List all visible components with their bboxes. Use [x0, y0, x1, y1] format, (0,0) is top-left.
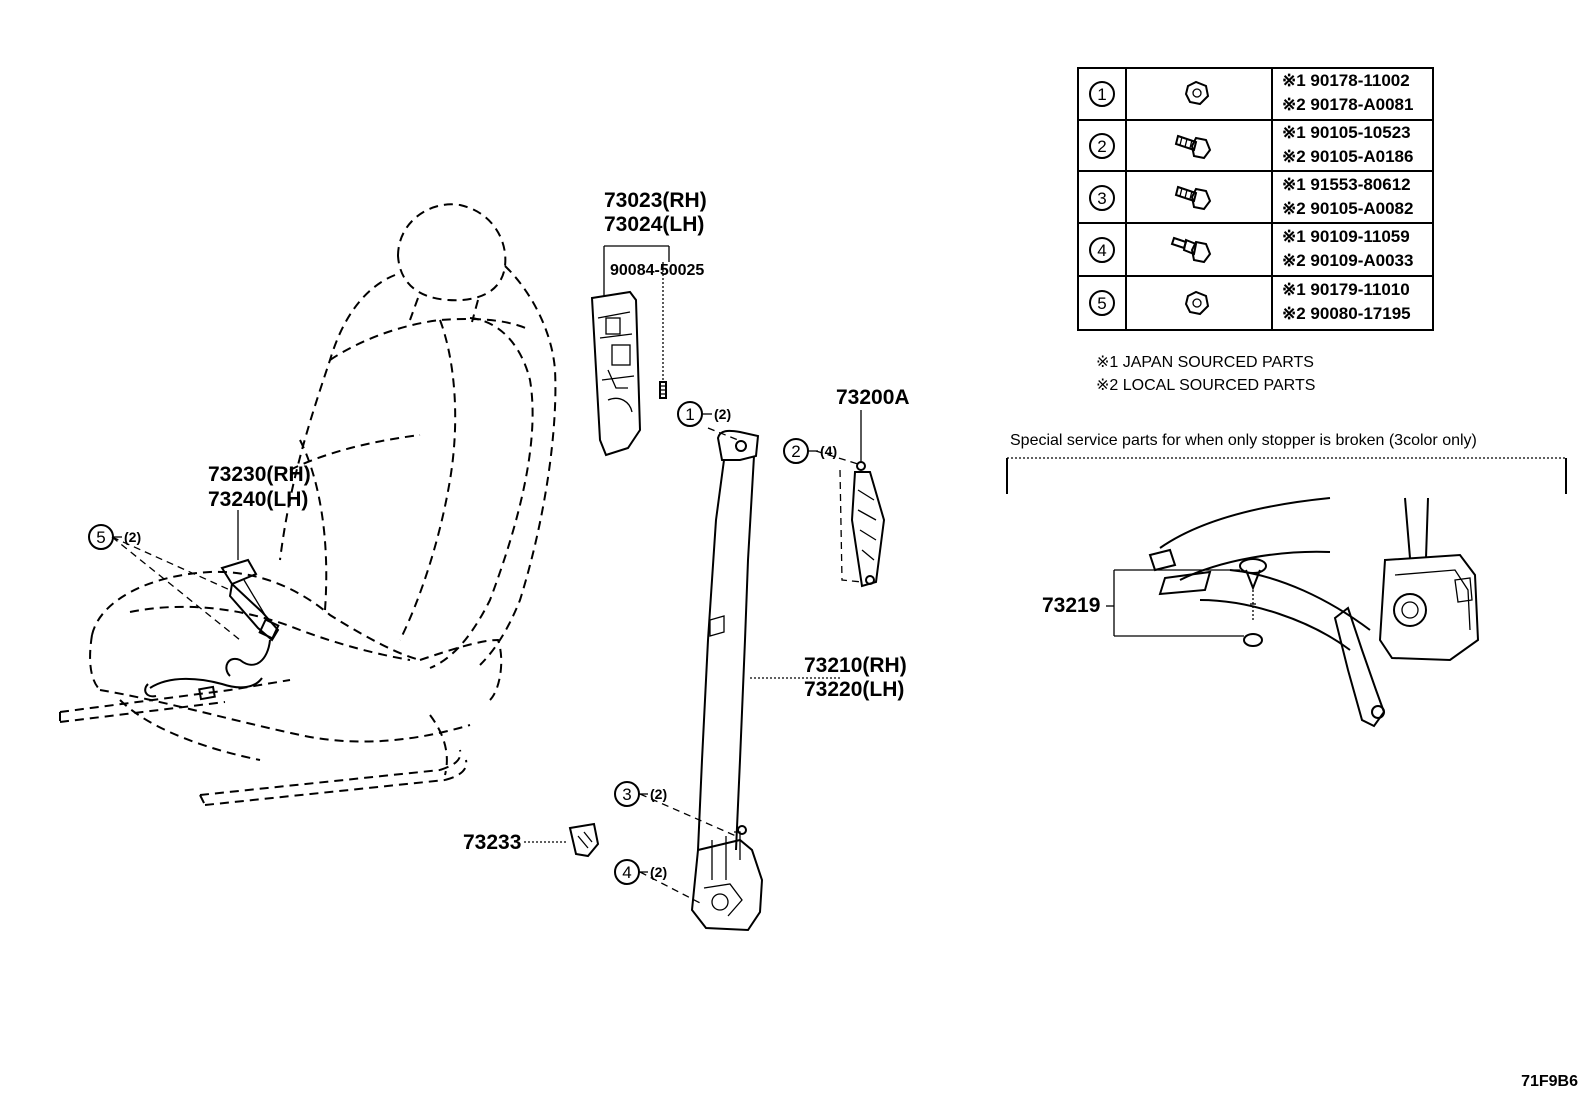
- callout-5: 5 (2): [88, 524, 141, 550]
- special-service-title: Special service parts for when only stop…: [1010, 432, 1477, 449]
- label-73233: 73233: [463, 831, 521, 854]
- fastener-row-1-part-japan: ※1 90178-11002: [1282, 71, 1410, 90]
- label-73023-rh: 73023(RH): [604, 189, 707, 212]
- cover-73233-illustration: [568, 822, 600, 858]
- inner-buckle-illustration: [144, 558, 280, 701]
- label-90084-50025: 90084-50025: [610, 262, 704, 279]
- callout-3-num: 3: [622, 785, 631, 804]
- callout-1-num: 1: [685, 405, 694, 424]
- belt-anchor-cover-illustration: [590, 270, 667, 457]
- fastener-row-3-part-local: ※2 90105-A0082: [1282, 199, 1413, 218]
- note-japan-sourced: ※1 JAPAN SOURCED PARTS: [1096, 354, 1314, 371]
- fastener-row-3-part-japan: ※1 91553-80612: [1282, 175, 1411, 194]
- callout-5-num: 5: [96, 528, 105, 547]
- fastener-table: [1077, 67, 1434, 331]
- part-labels: 73023(RH) 73024(LH) 90084-50025 73230(RH…: [208, 189, 910, 854]
- stopper-kit-bracket: [1106, 569, 1244, 637]
- callout-4: 4 (2): [614, 859, 667, 885]
- callout-4-num: 4: [622, 863, 631, 882]
- callout-2-qty: (4): [820, 443, 837, 459]
- nut-icon: [1184, 80, 1210, 106]
- fastener-row-1: 1 ※1 90178-11002 ※2 90178-A0081: [1089, 71, 1413, 114]
- fastener-row-3-num: 3: [1097, 189, 1106, 208]
- fastener-row-3: 3 ※1 91553-80612 ※2 90105-A0082: [1089, 175, 1413, 218]
- step-bolt-icon: [1170, 236, 1212, 264]
- fastener-row-4-part-japan: ※1 90109-11059: [1282, 227, 1410, 246]
- fastener-row-2-part-japan: ※1 90105-10523: [1282, 123, 1411, 142]
- nut-icon: [1184, 290, 1210, 316]
- label-73219: 73219: [1042, 594, 1100, 617]
- callout-3-qty: (2): [650, 786, 667, 802]
- figure-code: 71F9B6: [1521, 1073, 1578, 1090]
- fastener-row-4-num: 4: [1097, 241, 1106, 260]
- outer-belt-illustration: [690, 429, 764, 932]
- label-73200a: 73200A: [836, 386, 910, 409]
- callout-2-num: 2: [791, 442, 800, 461]
- fastener-row-5-part-japan: ※1 90179-11010: [1282, 280, 1410, 299]
- fastener-row-2-part-local: ※2 90105-A0186: [1282, 147, 1413, 166]
- bolt-icon: [1174, 185, 1212, 211]
- callout-1-qty: (2): [714, 406, 731, 422]
- callout-1: 1 (2): [677, 401, 731, 427]
- label-73024-lh: 73024(LH): [604, 213, 704, 236]
- leader-lines: [111, 245, 862, 905]
- adjuster-illustration: [839, 461, 886, 588]
- label-73220-lh: 73220(LH): [804, 678, 904, 701]
- fastener-row-4-part-local: ※2 90109-A0033: [1282, 251, 1413, 270]
- special-service-bracket: [1006, 457, 1567, 494]
- fastener-row-1-num: 1: [1097, 85, 1106, 104]
- fastener-row-5: 5 ※1 90179-11010 ※2 90080-17195: [1089, 280, 1411, 323]
- fastener-row-2-num: 2: [1097, 137, 1106, 156]
- seat-outline: [59, 203, 557, 806]
- fastener-row-2: 2 ※1 90105-10523 ※2 90105-A0186: [1089, 123, 1413, 166]
- note-local-sourced: ※2 LOCAL SOURCED PARTS: [1096, 377, 1315, 394]
- callout-5-qty: (2): [124, 529, 141, 545]
- fastener-row-5-part-local: ※2 90080-17195: [1282, 304, 1411, 323]
- fastener-row-4: 4 ※1 90109-11059 ※2 90109-A0033: [1089, 227, 1413, 270]
- label-73210-rh: 73210(RH): [804, 654, 907, 677]
- fastener-row-5-num: 5: [1097, 294, 1106, 313]
- callout-3: 3 (2): [614, 781, 667, 807]
- label-73240-lh: 73240(LH): [208, 488, 308, 511]
- bolt-icon: [1174, 134, 1212, 160]
- callout-2: 2 (4): [783, 438, 837, 464]
- label-73230-rh: 73230(RH): [208, 463, 311, 486]
- stopper-detail-illustration: [1148, 497, 1480, 728]
- fastener-row-1-part-local: ※2 90178-A0081: [1282, 95, 1413, 114]
- callout-4-qty: (2): [650, 864, 667, 880]
